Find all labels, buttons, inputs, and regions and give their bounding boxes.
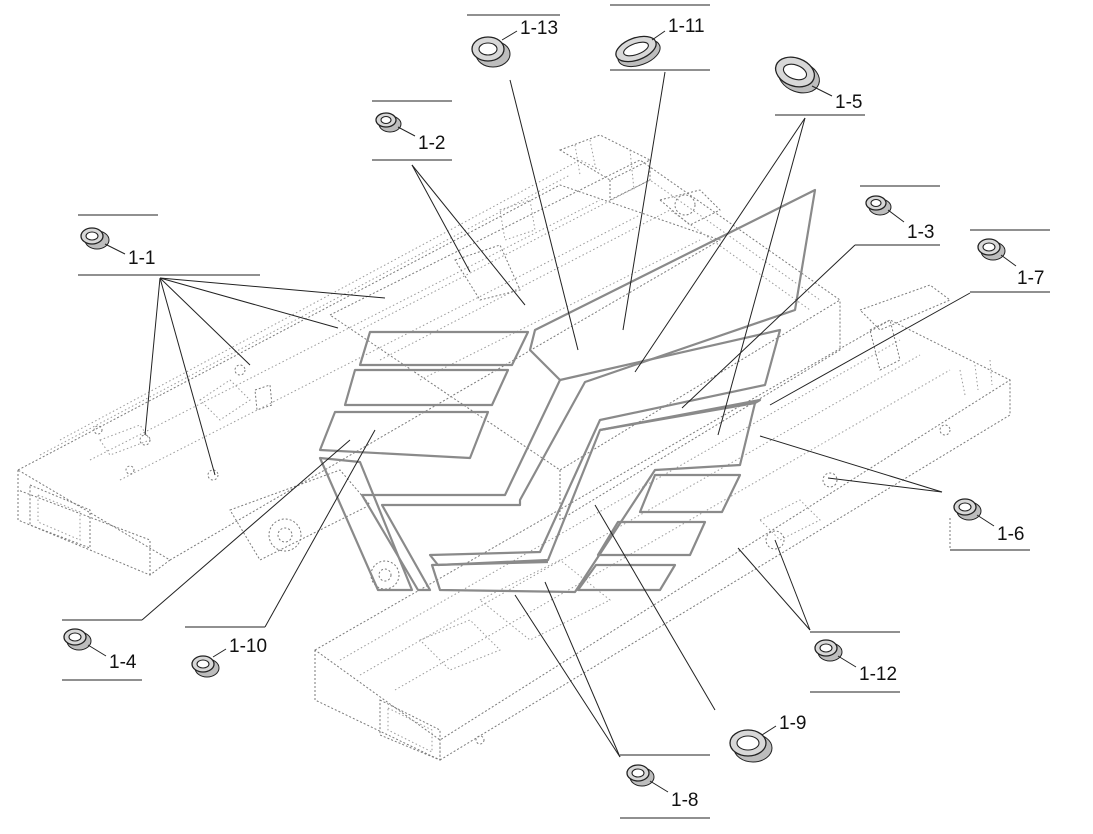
grommet-icon xyxy=(191,655,220,678)
grommet-icon xyxy=(814,639,843,662)
callout-1-12[interactable]: 1-12 xyxy=(814,639,897,685)
callout-label: 1-4 xyxy=(109,652,137,673)
grommet-icon xyxy=(80,227,110,250)
grommet-icon xyxy=(63,628,92,651)
callout-label: 1-7 xyxy=(1017,268,1044,289)
callout-label: 1-9 xyxy=(779,713,806,734)
callout-label: 1-8 xyxy=(671,790,698,811)
callout-1-3[interactable]: 1-3 xyxy=(865,195,934,243)
leader-lines xyxy=(62,4,1050,819)
callout-label: 1-2 xyxy=(418,133,445,154)
callout-1-1[interactable]: 1-1 xyxy=(80,227,155,269)
floor-mat-outlines xyxy=(318,188,817,594)
callout-1-9[interactable]: 1-9 xyxy=(729,713,806,763)
callout-1-10[interactable]: 1-10 xyxy=(191,636,267,678)
callout-label: 1-5 xyxy=(835,92,862,113)
callout-label: 1-12 xyxy=(859,664,897,685)
callout-1-5[interactable]: 1-5 xyxy=(771,52,862,113)
grommet-icon xyxy=(953,498,982,521)
ghost-frame xyxy=(16,134,1012,761)
grommet-icon xyxy=(977,238,1006,261)
callout-label: 1-11 xyxy=(668,16,705,37)
callout-label: 1-1 xyxy=(128,248,155,269)
callout-1-2[interactable]: 1-2 xyxy=(375,112,445,154)
callout-1-6[interactable]: 1-6 xyxy=(953,498,1024,545)
grommet-icon xyxy=(375,112,402,133)
grommet-icon xyxy=(774,56,820,94)
callout-1-4[interactable]: 1-4 xyxy=(63,628,137,673)
grommet-icon xyxy=(865,195,892,216)
callout-label: 1-13 xyxy=(520,18,558,39)
grommet-icon xyxy=(626,764,655,787)
callout-label: 1-6 xyxy=(997,524,1024,545)
callout-1-8[interactable]: 1-8 xyxy=(626,764,698,811)
callout-1-13[interactable]: 1-13 xyxy=(471,18,558,68)
grommet-icon xyxy=(729,729,773,763)
grommet-icon xyxy=(471,36,511,68)
callout-1-7[interactable]: 1-7 xyxy=(977,238,1044,289)
callout-label: 1-3 xyxy=(907,222,934,243)
callout-label: 1-10 xyxy=(229,636,267,657)
grommet-icon xyxy=(615,35,661,68)
callout-1-11[interactable]: 1-11 xyxy=(613,16,705,72)
